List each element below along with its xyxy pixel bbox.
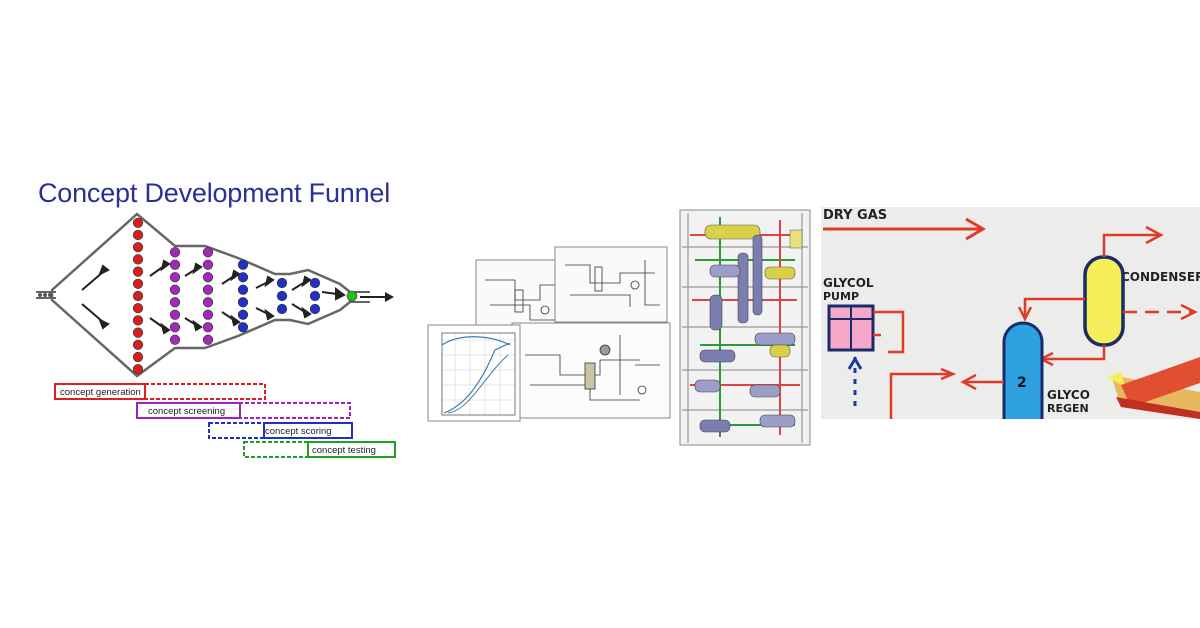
concept-dot xyxy=(132,290,144,302)
funnel-title: Concept Development Funnel xyxy=(38,178,391,208)
concept-dot xyxy=(276,277,288,289)
flow-arrows xyxy=(81,259,346,335)
concept-dot xyxy=(169,297,181,308)
funnel-outline xyxy=(50,212,352,378)
glycol-pump-label-line1: GLYCOL xyxy=(823,276,874,290)
concept-dot xyxy=(237,272,249,283)
concept-dot xyxy=(237,322,249,333)
input-dot xyxy=(38,293,42,297)
flowsheet-sheet-3 xyxy=(511,322,671,419)
regenerator-vessel xyxy=(1002,321,1044,419)
concept-dot xyxy=(202,259,214,270)
concept-dot xyxy=(132,303,144,314)
concept-dot xyxy=(169,334,181,345)
concept-dot xyxy=(132,364,144,375)
concept-dot xyxy=(132,351,144,363)
concept-dot xyxy=(237,309,249,320)
concept-dot xyxy=(202,309,214,320)
concept-dot xyxy=(132,254,144,265)
concept-dot xyxy=(169,284,181,295)
concept-dot xyxy=(169,309,181,320)
concept-dot xyxy=(237,297,249,308)
stage-label-screening: concept screening xyxy=(148,406,225,417)
engineering-drawings-collage xyxy=(427,209,811,446)
stage-label-testing: concept testing xyxy=(312,445,376,456)
concept-dot xyxy=(132,315,144,326)
concept-dot xyxy=(309,277,321,289)
concept-dot xyxy=(169,259,181,270)
concept-dot xyxy=(346,290,358,302)
concept-dot xyxy=(309,303,321,315)
concept-dot xyxy=(169,272,181,283)
concept-dot xyxy=(237,259,249,270)
input-dot xyxy=(48,293,52,297)
stage-bars: concept generation concept screening con… xyxy=(54,383,396,458)
concept-dot xyxy=(276,303,288,315)
funnel-diagram: concept generation concept screening con… xyxy=(36,212,396,458)
concept-dot xyxy=(132,217,144,228)
plant-3d-model xyxy=(679,209,811,446)
exit-arrow-head xyxy=(385,292,394,302)
concept-dot xyxy=(202,284,214,295)
concept-dot xyxy=(202,334,214,345)
input-dot xyxy=(43,293,47,297)
condenser-label: CONDENSER xyxy=(1121,270,1200,284)
concept-dot xyxy=(132,242,144,253)
chart-sheet xyxy=(427,324,521,422)
stage-bar-screening xyxy=(136,402,351,419)
concept-dot xyxy=(132,339,144,350)
concept-dot xyxy=(309,290,321,302)
stage-label-scoring: concept scoring xyxy=(265,426,332,437)
glycol-pump-label-line2: PUMP xyxy=(823,290,859,303)
vessel-number: 2 xyxy=(1017,375,1027,391)
concept-dot xyxy=(202,322,214,333)
glycol-pump xyxy=(827,304,875,352)
colored-pencils-image xyxy=(1107,357,1200,419)
concept-dot xyxy=(169,247,181,258)
regenerator-label-line1: GLYCO xyxy=(1047,388,1090,402)
condenser-vessel xyxy=(1083,255,1125,347)
concept-dots xyxy=(132,217,358,375)
hand-drawn-process-sketch: DRY GAS GLYCOL PUMP CONDENSER 2 GLYCO RE… xyxy=(821,207,1200,419)
concept-dot xyxy=(169,322,181,333)
concept-dot xyxy=(132,327,144,338)
stage-label-generation: concept generation xyxy=(60,387,141,398)
concept-dot xyxy=(276,290,288,302)
dry-gas-label: DRY GAS xyxy=(823,208,887,223)
concept-dot xyxy=(202,297,214,308)
concept-dot xyxy=(132,278,144,289)
concept-dot xyxy=(237,284,249,295)
concept-dot xyxy=(132,229,144,241)
flowsheet-sheet-2 xyxy=(554,246,668,323)
concept-dot xyxy=(202,247,214,258)
regenerator-label-line2: REGEN xyxy=(1047,402,1089,415)
concept-dot xyxy=(202,272,214,283)
concept-dot xyxy=(132,266,144,277)
